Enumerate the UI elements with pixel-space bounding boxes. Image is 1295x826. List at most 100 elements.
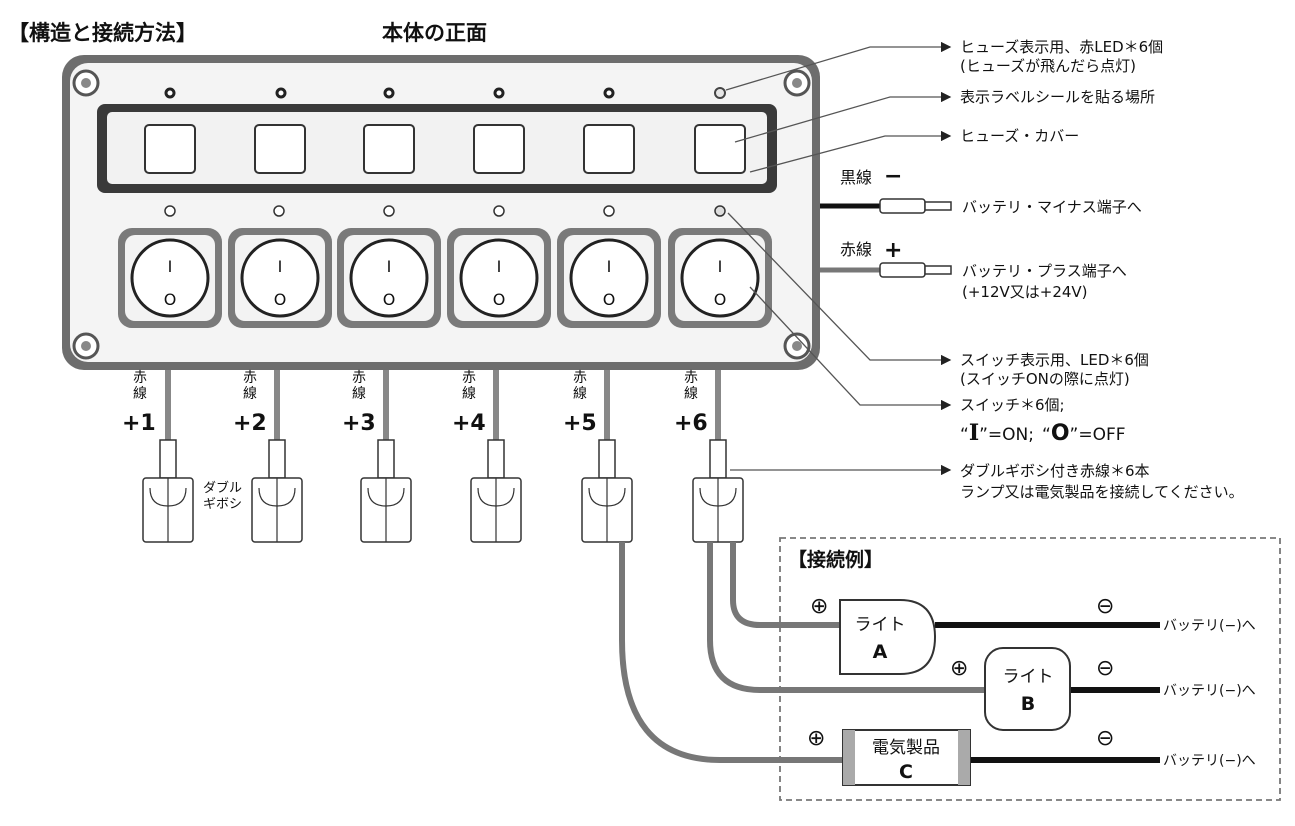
plus-icon: ⊕ [807, 726, 825, 751]
minus-icon: ⊖ [1096, 726, 1114, 751]
wire-number: +2 [233, 411, 267, 436]
switch-led-row [164, 205, 726, 217]
on-glyph: I [497, 257, 502, 276]
light-a-letter: A [873, 641, 888, 663]
light-a-name: ライト [855, 615, 906, 635]
red-wire-leads [165, 370, 721, 440]
fuse-led [164, 87, 176, 99]
fuse-led [383, 87, 395, 99]
wire-label-top: 赤 [243, 370, 257, 386]
light-b: ライト B [984, 647, 1071, 731]
rocker-switch-4[interactable]: I O [447, 228, 551, 328]
light-a: ライト A [839, 599, 937, 675]
device-c: 電気製品 C [842, 729, 971, 786]
wire-number: +1 [122, 411, 156, 436]
to-battery-minus-a: バッテリ(−)へ [1163, 618, 1256, 634]
to-battery-minus-c: バッテリ(−)へ [1163, 753, 1256, 769]
wire-label-top: 赤 [573, 370, 587, 386]
on-glyph: I [718, 257, 723, 276]
plus-icon: ⊕ [810, 594, 828, 619]
switch-legend: “I”=ON;“O”=OFF [960, 420, 1126, 446]
switch-led [273, 205, 285, 217]
wire-label-top: 赤 [133, 370, 147, 386]
on-glyph: I [387, 257, 392, 276]
section-title: 【構造と接続方法】 [8, 21, 197, 45]
fuse-led [493, 87, 505, 99]
rocker-switch-2[interactable]: I O [228, 228, 332, 328]
light-b-letter: B [1021, 693, 1035, 715]
rocker-switch-6[interactable]: I O [668, 228, 772, 328]
front-title: 本体の正面 [382, 21, 487, 45]
rocker-switch-5[interactable]: I O [557, 228, 661, 328]
bullet-connector [879, 262, 926, 278]
wire-label-bottom: 線 [462, 386, 476, 402]
fuse-cover-callout: ヒューズ・カバー [960, 127, 1079, 145]
fuse-led-row [164, 87, 726, 99]
rocker-switch-3[interactable]: I O [337, 228, 441, 328]
example-box [779, 537, 1281, 801]
off-glyph: O [493, 290, 506, 309]
wire-label-bottom: 線 [243, 386, 257, 402]
switch-led [164, 205, 176, 217]
switch-led [383, 205, 395, 217]
label-square [473, 124, 525, 174]
double-terminal-label: ダブル [203, 480, 242, 496]
minus-icon: ⊖ [1096, 656, 1114, 681]
wire-label-bottom: 線 [352, 386, 366, 402]
on-glyph: I [168, 257, 173, 276]
label-area-callout: 表示ラベルシールを貼る場所 [960, 88, 1155, 106]
red-wire-label: 赤線 [840, 240, 872, 259]
device-c-name: 電気製品 [872, 738, 940, 758]
fuse-led [603, 87, 615, 99]
battery-plus-label: バッテリ・プラス端子へ [962, 262, 1127, 280]
fuse-led-callout-note: (ヒューズが飛んだら点灯) [960, 57, 1136, 75]
label-square [583, 124, 635, 174]
switch-led [493, 205, 505, 217]
black-wire-label: 黒線 [840, 168, 872, 187]
wire-label-top: 赤 [462, 370, 476, 386]
wire-number: +3 [342, 411, 376, 436]
label-square [363, 124, 415, 174]
battery-plus-voltage: (+12V又は+24V) [962, 283, 1088, 301]
off-glyph: O [164, 290, 177, 309]
on-glyph: I [607, 257, 612, 276]
fuse-led [275, 87, 287, 99]
callout-leaders [725, 41, 952, 476]
rocker-switch-1[interactable]: I O [118, 228, 222, 328]
wire-label-top: 赤 [352, 370, 366, 386]
off-glyph: O [603, 290, 616, 309]
wire-label-bottom: 線 [133, 386, 147, 402]
minus-icon: ⊖ [1096, 594, 1114, 619]
off-glyph: O [714, 290, 727, 309]
red-wire-sign: + [884, 238, 902, 263]
harness-callout: ダブルギボシ付き赤線＊6本 [960, 462, 1150, 480]
wire-number: +4 [452, 411, 486, 436]
label-square [144, 124, 196, 174]
wire-number: +6 [674, 411, 708, 436]
wire-label-bottom: 線 [573, 386, 587, 402]
switch-led [603, 205, 615, 217]
off-glyph: O [274, 290, 287, 309]
switch-callout: スイッチ＊6個; [960, 396, 1065, 414]
black-wire-sign: − [884, 164, 902, 189]
terminal-6 [692, 439, 744, 543]
switch-led-callout: スイッチ表示用、LED＊6個 [960, 351, 1149, 369]
example-wires [619, 542, 1160, 763]
terminal-1 [142, 439, 194, 543]
harness-callout-note: ランプ又は電気製品を接続してください。 [960, 483, 1244, 501]
switch-led [714, 205, 726, 217]
device-c-letter: C [899, 761, 913, 783]
battery-leads [820, 198, 952, 278]
terminal-4 [470, 439, 522, 543]
double-terminal-label: ギボシ [203, 497, 242, 512]
terminal-3 [360, 439, 412, 543]
fuse-led-callout: ヒューズ表示用、赤LED＊6個 [960, 38, 1163, 56]
plus-icon: ⊕ [950, 656, 968, 681]
label-square [694, 124, 746, 174]
off-glyph: O [383, 290, 396, 309]
wire-label-bottom: 線 [684, 386, 698, 402]
example-title: 【接続例】 [788, 548, 883, 571]
terminal-5 [581, 439, 633, 543]
fuse-led [714, 87, 726, 99]
